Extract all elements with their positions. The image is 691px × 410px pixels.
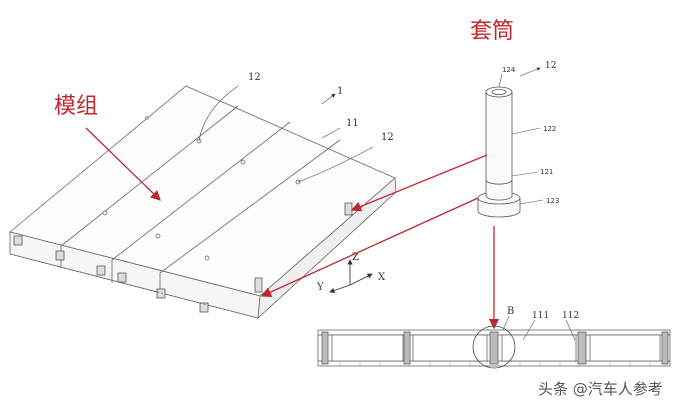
detail-b-circle bbox=[472, 325, 516, 369]
label-124: 124 bbox=[502, 66, 516, 74]
sleeve-collar bbox=[485, 180, 513, 201]
section-view bbox=[317, 325, 671, 369]
watermark: 头条 @汽车人参考 bbox=[538, 380, 663, 398]
section-leaders bbox=[502, 315, 576, 341]
module-divider-line bbox=[159, 139, 341, 274]
label-sleeve-12: 12 bbox=[545, 61, 556, 71]
label-b: B bbox=[507, 306, 514, 317]
axis-triad bbox=[329, 259, 373, 294]
label-121: 121 bbox=[540, 168, 553, 176]
section-ticks bbox=[339, 361, 651, 366]
label-111: 111 bbox=[532, 311, 549, 321]
axis-y: Y bbox=[316, 282, 324, 293]
module-leaders bbox=[198, 85, 374, 183]
module-end-fittings bbox=[13, 202, 353, 313]
label-123: 123 bbox=[546, 197, 559, 205]
label-122: 122 bbox=[543, 125, 556, 133]
module-divider-line bbox=[111, 121, 291, 261]
section-partitions bbox=[321, 331, 669, 365]
title-sleeve: 套筒 bbox=[470, 19, 514, 44]
label-11: 11 bbox=[346, 118, 359, 129]
axis-z: Z bbox=[352, 252, 359, 263]
label-12-top: 12 bbox=[248, 72, 261, 83]
module-base-edge bbox=[9, 253, 259, 319]
label-1: 1 bbox=[337, 86, 343, 97]
sleeve-leaders bbox=[498, 67, 544, 205]
label-112: 112 bbox=[562, 311, 579, 321]
sleeve-tube bbox=[485, 92, 513, 185]
label-12-mid: 12 bbox=[381, 132, 394, 143]
module-divider-line bbox=[60, 105, 239, 247]
axis-x: X bbox=[378, 272, 386, 283]
sleeve-component bbox=[477, 86, 521, 218]
title-module: 模组 bbox=[54, 94, 98, 119]
sleeve-red-arrows bbox=[260, 154, 500, 330]
module-assembly bbox=[9, 85, 397, 319]
module-title-arrow bbox=[85, 127, 161, 201]
